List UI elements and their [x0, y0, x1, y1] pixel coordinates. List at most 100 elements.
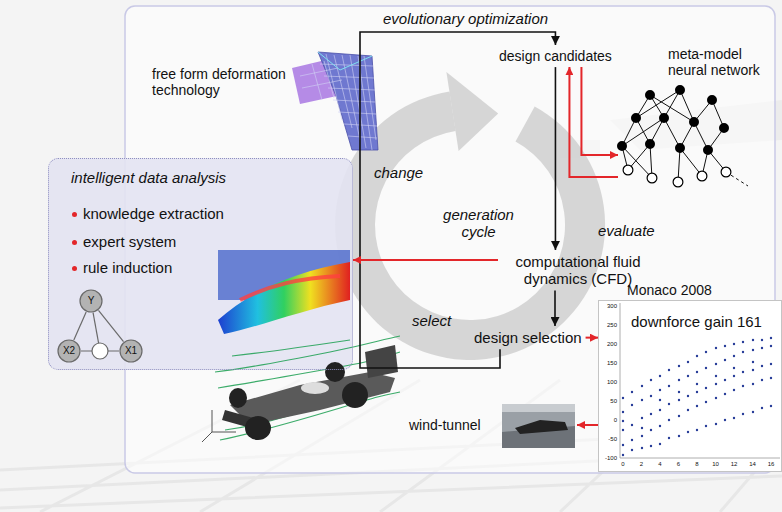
node-text: meta-model neural network: [668, 46, 776, 78]
axis-tick: 0: [615, 461, 631, 467]
wind-tunnel-car: [515, 420, 568, 434]
pressure-streak: [240, 276, 340, 300]
graph-node: X2: [57, 339, 81, 363]
text-slot: 100: [600, 379, 617, 385]
wind-tunnel-box: wind-tunnel: [405, 402, 577, 450]
wind-tunnel-photo: [502, 404, 575, 448]
text-slot: expert system: [83, 233, 176, 250]
axis-tick: 2: [634, 461, 650, 467]
axis-tick: -50: [600, 436, 617, 442]
bullet-text: rule induction: [83, 259, 172, 276]
chart-axes: [620, 303, 780, 458]
text-slot: 10: [708, 461, 724, 467]
text-slot: knowledge extraction: [83, 205, 224, 222]
text-slot: intelligent data analysis: [71, 169, 226, 186]
node-circle: [80, 290, 102, 312]
annotation-label: generation cycle: [436, 206, 521, 241]
bullet-dot: [72, 240, 77, 245]
graph-link: [74, 312, 86, 340]
step-label: design selection: [470, 326, 586, 349]
cycle-arrowhead: [446, 72, 498, 151]
car-wheel: [342, 382, 368, 408]
text-slot: 12: [726, 461, 742, 467]
chart-panel: Monaco 2008downforce gain 16130025020015…: [598, 300, 782, 472]
network-links: [622, 90, 726, 182]
bullet-dot: [72, 266, 77, 271]
feedback-arrow: [586, 337, 598, 339]
label-slot: free form deformation technology: [152, 66, 292, 98]
feedback-arrow: [581, 67, 618, 155]
axis-tick: 0: [600, 417, 617, 423]
network-hidden-units: [622, 90, 724, 150]
axis-tick: 150: [600, 360, 617, 366]
bullet-text: knowledge extraction: [83, 205, 224, 222]
ffd-highlight: [318, 52, 372, 70]
axis-tick: 4: [652, 461, 668, 467]
graph-link: [93, 313, 99, 343]
node-text: design selection: [474, 329, 582, 346]
label-slot: generation cycle: [436, 206, 521, 241]
axis-tick: 8: [689, 461, 705, 467]
label-slot: evolutionary optimization: [383, 10, 548, 27]
pressure-surface: [218, 262, 350, 334]
text-slot: wind-tunnel: [409, 417, 481, 433]
text-slot: 6: [671, 461, 687, 467]
annotation-label: free form deformation technology: [152, 66, 292, 98]
text-slot: 4: [652, 461, 668, 467]
text-slot: 14: [745, 461, 761, 467]
label-slot: change: [374, 164, 423, 181]
streamlines: [215, 336, 400, 440]
axis-tick: -100: [600, 455, 617, 461]
graph-node: X1: [119, 339, 143, 363]
axis-tick: 100: [600, 379, 617, 385]
axis-tick: 12: [726, 461, 742, 467]
node-text: design candidates: [499, 48, 612, 64]
text-slot: 250: [600, 322, 617, 328]
text-slot: 2: [634, 461, 650, 467]
node-text: X2: [63, 345, 75, 357]
car-cockpit: [301, 382, 329, 394]
label-slot: select: [412, 312, 451, 329]
axis-tick: 6: [671, 461, 687, 467]
text-slot: Monaco 2008: [627, 282, 712, 298]
chart-note: downforce gain 161: [629, 313, 764, 330]
analysis-panel-ground: [48, 158, 353, 370]
axis-tick: 10: [708, 461, 724, 467]
chart-ground: [598, 300, 782, 472]
panel-title: intelligent data analysis: [71, 169, 226, 186]
step-label: design candidates: [495, 45, 616, 67]
car-wheel: [325, 362, 345, 382]
wind-tunnel-light: [502, 404, 575, 412]
text-slot: rule induction: [83, 259, 172, 276]
flow-arrow: [555, 67, 557, 250]
label-slot: evaluate: [598, 222, 655, 239]
text-slot: 300: [600, 303, 617, 309]
node-text: Y: [88, 295, 95, 307]
annotation-label: select: [412, 312, 451, 329]
axis-tick: 50: [600, 398, 617, 404]
text-slot: 200: [600, 341, 617, 347]
flow-arrow: [360, 32, 555, 368]
node-text: X1: [125, 345, 137, 357]
text-slot: -50: [600, 436, 617, 442]
text-slot: downforce gain 161: [629, 313, 764, 330]
flow-arrow: [554, 291, 556, 327]
feedback-arrow: [569, 67, 618, 177]
car-wheel: [229, 388, 247, 408]
network-output-rim: [628, 170, 726, 182]
axis-tick: 14: [745, 461, 761, 467]
analysis-panel: intelligent data analysis knowledge extra…: [48, 158, 353, 370]
feedback-arrow: [577, 424, 598, 426]
node-circle: [120, 340, 142, 362]
bullet-text: expert system: [83, 233, 176, 250]
axis-tick: 300: [600, 303, 617, 309]
axis-tick: 16: [763, 461, 779, 467]
bullet-dot: [72, 212, 77, 217]
meta-model-box: meta-model neural network: [618, 44, 778, 194]
car-wheel: [245, 416, 271, 440]
graph-empty-node: [92, 343, 108, 359]
